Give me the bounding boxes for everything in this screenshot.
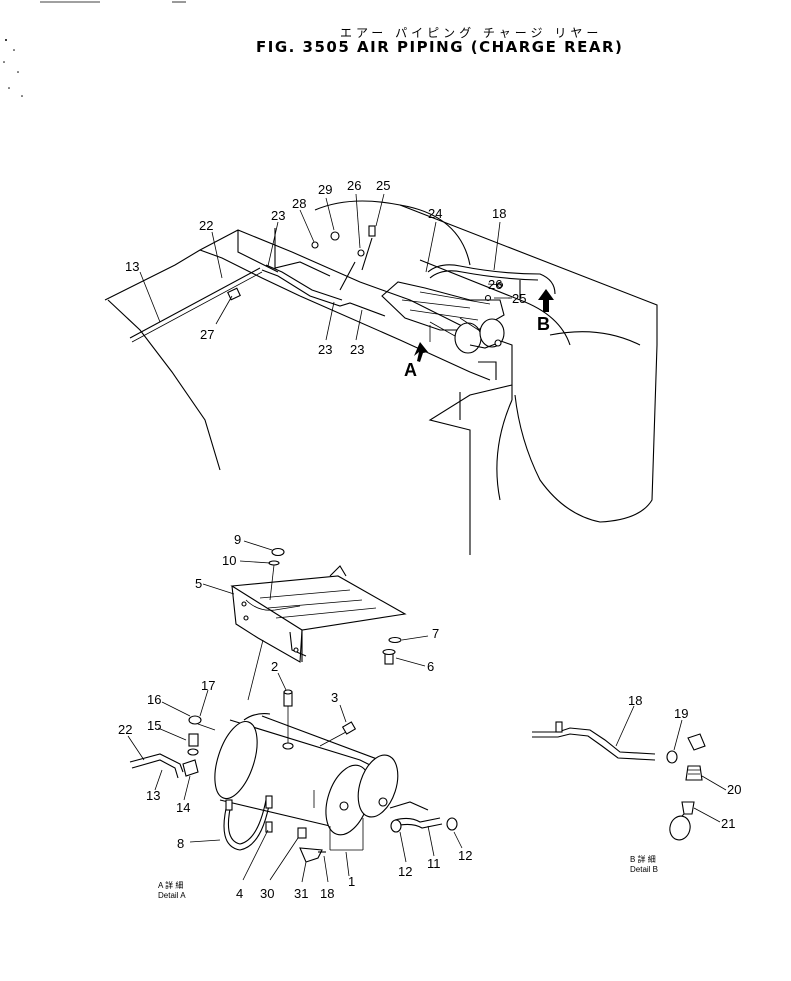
detail-a-caption: A 詳 細 Detail A: [158, 880, 186, 900]
title-japanese: エアー パイピング チャージ リヤー: [340, 26, 603, 40]
pipe-13-top: [129, 267, 261, 339]
elbow-12-right: [446, 817, 458, 831]
view-arrow-b: B: [537, 289, 554, 334]
elbow-14: [182, 759, 199, 777]
callout-23-b: 23: [318, 342, 332, 357]
view-label-b: B: [537, 314, 550, 334]
callout-11: 11: [427, 856, 441, 871]
fitting-21: [681, 801, 695, 815]
fitting-15: [188, 733, 199, 747]
callout-1: 1: [348, 874, 355, 889]
valve-20: [685, 765, 703, 781]
left-fittings: [129, 715, 216, 779]
callout-18-detail-a: 18: [320, 886, 334, 901]
detail-b-label: Detail B: [630, 865, 658, 874]
callout-15: 15: [147, 718, 161, 733]
nut-9: [271, 547, 285, 557]
right-pipe-11: [390, 817, 458, 833]
callout-18-detail-b: 18: [628, 693, 642, 708]
callout-22-detail: 22: [118, 722, 132, 737]
callout-10: 10: [222, 553, 236, 568]
callout-14: 14: [176, 800, 190, 815]
callout-21: 21: [721, 816, 735, 831]
air-tank-assembly-top: [381, 281, 505, 354]
callout-13-top: 13: [125, 259, 139, 274]
callout-6: 6: [427, 659, 434, 674]
callout-3: 3: [331, 690, 338, 705]
detail-b-leaders: [615, 705, 727, 823]
detail-b-assembly: [532, 721, 706, 841]
callout-18-top: 18: [492, 206, 506, 221]
callout-20: 20: [727, 782, 741, 797]
callout-24: 24: [428, 206, 442, 221]
small-parts-top: [247, 547, 402, 701]
callout-17: 17: [201, 678, 215, 693]
callout-5: 5: [195, 576, 202, 591]
callout-12-right: 12: [458, 848, 472, 863]
top-callouts: 13 22 27 23 23 23 28 29 26 25 24 18 26 2…: [125, 178, 526, 357]
detail-a-label-jp: A 詳 細: [158, 880, 183, 890]
callout-9: 9: [234, 532, 241, 547]
callout-26-right: 26: [488, 277, 502, 292]
elbow-31: [299, 847, 323, 863]
top-leaders: [139, 193, 510, 341]
callout-12-left: 12: [398, 864, 412, 879]
plug-30: [297, 827, 307, 839]
callout-22-top: 22: [199, 218, 213, 233]
callout-30: 30: [260, 886, 274, 901]
chassis-frame: [104, 228, 513, 555]
callout-23-c: 23: [350, 342, 364, 357]
callout-13-detail: 13: [146, 788, 160, 803]
top-piping: [129, 225, 556, 343]
view-arrow-a: A: [404, 342, 428, 380]
callout-23-a: 23: [271, 208, 285, 223]
detail-b-label-jp: B 詳 細: [630, 854, 656, 864]
callout-4: 4: [236, 886, 243, 901]
callout-25-top: 25: [376, 178, 390, 193]
washer-7: [388, 636, 402, 644]
air-tanks-1: [214, 713, 429, 851]
callout-31: 31: [294, 886, 308, 901]
detail-a-leaders: [127, 540, 463, 883]
washer-10: [268, 560, 280, 566]
connector-4: [265, 821, 273, 833]
tank-fittings: [282, 689, 357, 863]
figure-title: FIG. 3505 AIR PIPING (CHARGE REAR): [256, 38, 624, 56]
scan-artifacts: [3, 1, 186, 97]
plug-3: [341, 721, 357, 735]
detail-a-callouts: 9 10 5 7 6 2 3 17 16 15 22 13 14 8 4 30 …: [118, 532, 472, 901]
view-label-a: A: [404, 360, 417, 380]
detail-b-caption: B 詳 細 Detail B: [630, 854, 658, 874]
callout-2: 2: [271, 659, 278, 674]
callout-29: 29: [318, 182, 332, 197]
detail-b-callouts: 18 19 20 21: [628, 693, 741, 831]
bracket-5: [230, 565, 407, 663]
callout-8: 8: [177, 836, 184, 851]
nut-19: [666, 750, 678, 764]
hose-8: [223, 795, 273, 851]
detail-a-label: Detail A: [158, 891, 186, 900]
callout-16: 16: [147, 692, 161, 707]
elbow-12-left: [390, 819, 402, 833]
fitting-16: [188, 715, 202, 725]
callout-19: 19: [674, 706, 688, 721]
callout-25-right: 25: [512, 291, 526, 306]
fuel-tank-drum: [314, 200, 658, 523]
callout-26-top: 26: [347, 178, 361, 193]
callout-27: 27: [200, 327, 214, 342]
callout-7: 7: [432, 626, 439, 641]
callout-28: 28: [292, 196, 306, 211]
